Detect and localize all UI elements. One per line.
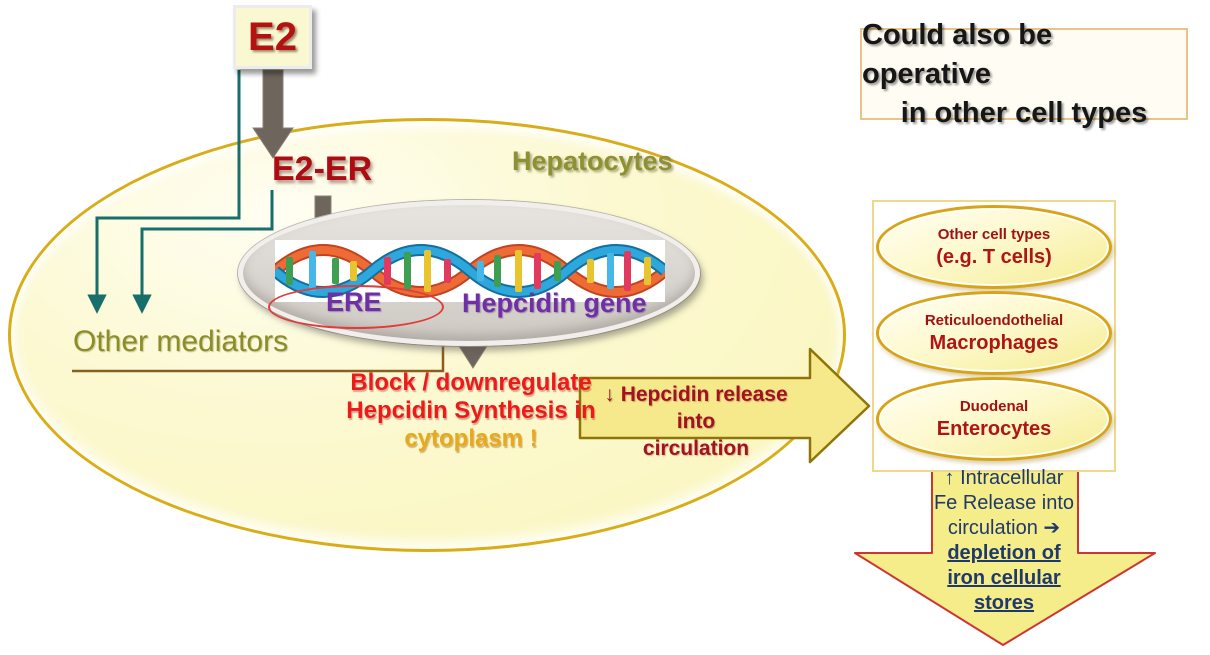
cell-type-line-1: Reticuloendothelial — [924, 311, 1064, 329]
block-line-1: Block / downregulate — [350, 369, 592, 396]
outcome-line-3: circulation ➔ — [947, 517, 1061, 539]
ere-label: ERE — [326, 287, 382, 317]
outcome-line-5: iron cellular — [947, 567, 1061, 589]
e2er-label: E2-ER — [272, 150, 373, 188]
outcome-line-6: stores — [973, 592, 1035, 614]
e2-box: E2 — [233, 5, 312, 69]
dna-rungs — [286, 250, 651, 292]
cell-type-ellipse-macrophages: Reticuloendothelial Macrophages — [876, 291, 1112, 375]
hepatocytes-label: Hepatocytes — [512, 146, 673, 176]
other-mediators-label: Other mediators — [73, 325, 289, 358]
block-synthesis-text: Block / downregulate Hepcidin Synthesis … — [340, 369, 602, 453]
ere-highlight-oval — [268, 285, 444, 329]
cell-type-line-2: Enterocytes — [936, 417, 1052, 440]
cell-type-line-2: Macrophages — [929, 331, 1059, 354]
e2-label: E2 — [248, 14, 297, 59]
cell-type-line-2: (e.g. T cells) — [936, 245, 1052, 268]
release-line-1: ↓ Hepcidin release into — [604, 383, 788, 433]
hepcidin-gene-label: Hepcidin gene — [462, 288, 647, 318]
note-line-2: in other cell types — [900, 96, 1148, 129]
hepcidin-release-text: ↓ Hepcidin release into circulation — [588, 381, 804, 462]
cell-type-line-1: Other cell types — [937, 225, 1051, 243]
note-box: Could also be operative in other cell ty… — [860, 19, 1188, 129]
fe-depletion-text: ↑ Intracellular Fe Release into circulat… — [900, 466, 1108, 616]
outcome-line-2: Fe Release into — [933, 492, 1075, 514]
outcome-line-1: ↑ Intracellular — [944, 467, 1064, 489]
block-line-2: Hepcidin Synthesis in — [346, 397, 596, 424]
cell-type-line-1: Duodenal — [959, 397, 1029, 415]
block-line-3: cytoplasm ! — [404, 425, 538, 452]
cell-type-ellipse-enterocytes: Duodenal Enterocytes — [876, 377, 1112, 461]
release-line-2: circulation — [642, 437, 750, 460]
note-line-1: Could also be operative — [862, 18, 1053, 90]
outcome-line-4: depletion of — [947, 542, 1061, 564]
cell-type-ellipse-tcells: Other cell types (e.g. T cells) — [876, 205, 1112, 289]
